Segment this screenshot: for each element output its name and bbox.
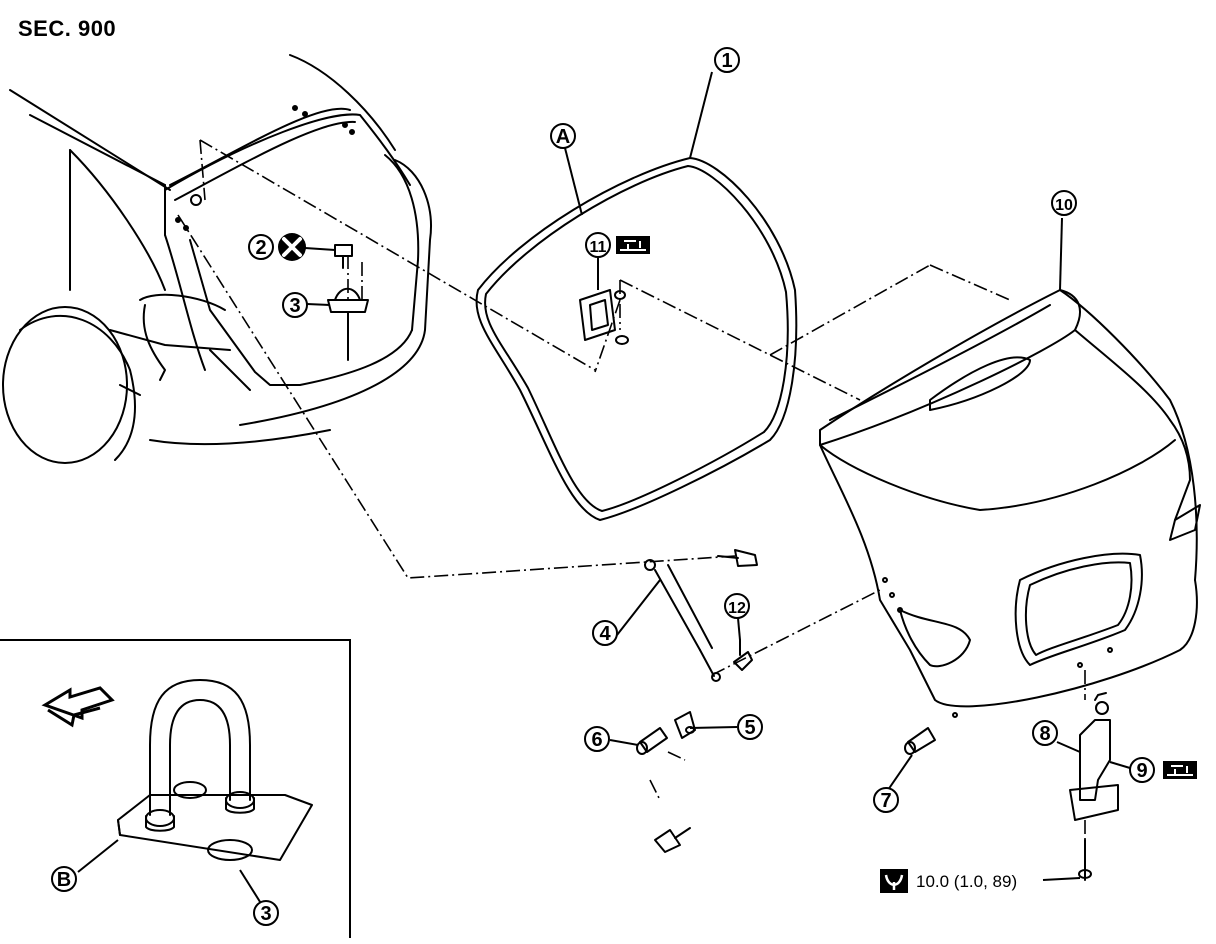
callout-7-label: 7 <box>880 790 891 812</box>
callout-2: 2 <box>248 234 274 260</box>
adjust-icon <box>616 236 650 254</box>
callout-5: 5 <box>737 714 763 740</box>
callout-10-label: 10 <box>1055 197 1073 214</box>
back-door <box>819 289 1201 718</box>
callout-11: 11 <box>585 232 611 258</box>
callout-3-inset-label: 3 <box>260 903 271 925</box>
weatherstrip <box>475 157 798 521</box>
callout-6: 6 <box>584 726 610 752</box>
callout-2-label: 2 <box>255 237 266 259</box>
bumper-part <box>733 639 753 671</box>
hinge-part <box>1069 692 1119 881</box>
front-arrow-icon <box>41 686 115 728</box>
section-label: SEC. 900 <box>18 16 117 41</box>
callout-11-label: 11 <box>590 239 607 256</box>
callout-6-label: 6 <box>591 729 602 751</box>
callout-10: 10 <box>1051 190 1077 216</box>
callout-12: 12 <box>724 593 750 619</box>
callout-1-label: 1 <box>721 50 732 72</box>
inset-striker-detail <box>117 679 313 861</box>
callout-7: 7 <box>873 787 899 813</box>
vehicle-body <box>2 54 432 464</box>
inset-frame <box>0 639 351 938</box>
leader-lines <box>77 71 1131 906</box>
adjust-icon <box>1163 761 1197 779</box>
callout-3-label: 3 <box>289 295 300 317</box>
do-not-reuse-icon <box>278 233 306 261</box>
callout-3-inset: 3 <box>253 900 279 926</box>
callout-5-label: 5 <box>744 717 755 739</box>
callout-9: 9 <box>1129 757 1155 783</box>
callout-1: 1 <box>714 47 740 73</box>
striker-bolt <box>334 244 353 269</box>
striker-part <box>579 289 629 345</box>
torque-wrench-icon <box>880 869 908 893</box>
callout-B-label: B <box>57 869 71 891</box>
gas-stay <box>644 549 758 682</box>
callout-A-label: A <box>556 126 570 148</box>
alignment-lines <box>177 139 1086 840</box>
torque-spec: 10.0 (1.0, 89) <box>916 872 1017 891</box>
callout-4: 4 <box>592 620 618 646</box>
callout-12-label: 12 <box>728 600 746 617</box>
callout-4-label: 4 <box>599 623 611 645</box>
callout-9-label: 9 <box>1136 760 1147 782</box>
callout-8: 8 <box>1032 720 1058 746</box>
stopper-part <box>904 727 936 755</box>
callout-A: A <box>550 123 576 149</box>
callout-8-label: 8 <box>1039 723 1050 745</box>
bolt-part <box>654 827 691 853</box>
callout-3: 3 <box>282 292 308 318</box>
bumper-rubber <box>636 727 668 755</box>
callout-B: B <box>51 866 77 892</box>
bracket-part <box>674 711 696 739</box>
